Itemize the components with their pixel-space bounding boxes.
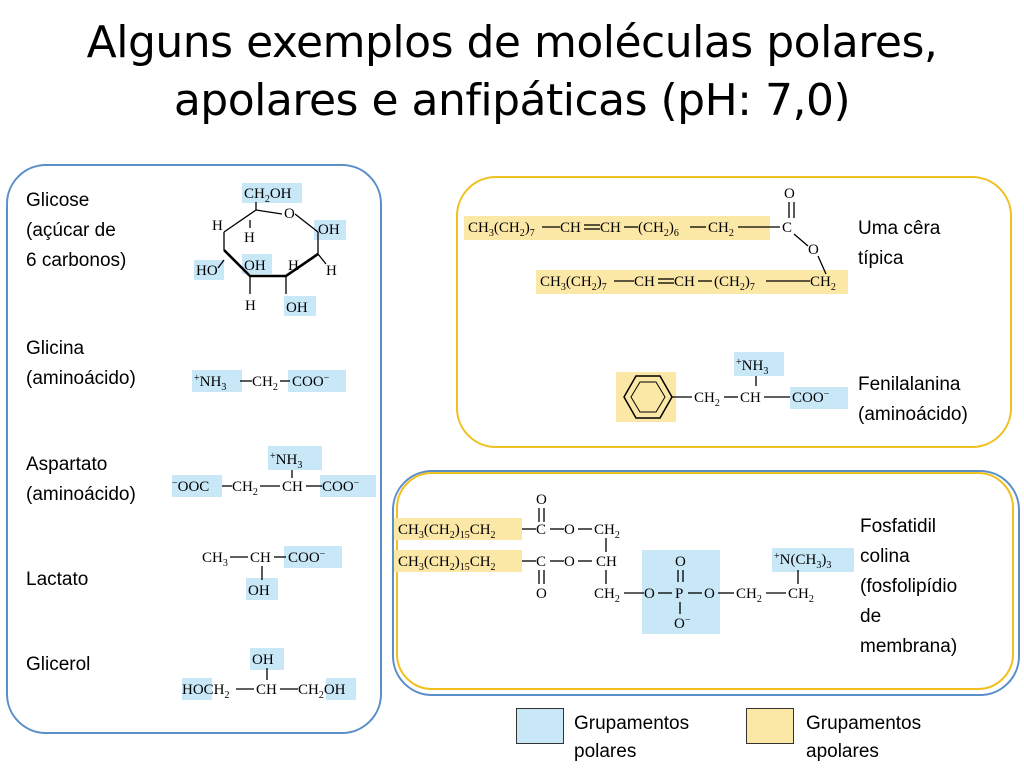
legend-apolar-swatch bbox=[746, 708, 794, 744]
svg-text:H: H bbox=[288, 258, 299, 274]
svg-text:CH: CH bbox=[634, 274, 655, 290]
title-line-2: apolares e anfipáticas (pH: 7,0) bbox=[173, 75, 851, 126]
svg-text:CH: CH bbox=[282, 479, 303, 495]
svg-text:CH: CH bbox=[596, 554, 617, 570]
title-line-1: Alguns exemplos de moléculas polares, bbox=[86, 17, 938, 68]
svg-text:+NH3: +NH3 bbox=[270, 451, 302, 471]
svg-text:CH: CH bbox=[600, 220, 621, 236]
legend-polar-swatch bbox=[516, 708, 564, 744]
left-panel bbox=[6, 164, 382, 734]
svg-text:(CH2)7: (CH2)7 bbox=[714, 274, 755, 293]
svg-text:CH: CH bbox=[560, 220, 581, 236]
svg-text:CH2OH: CH2OH bbox=[244, 186, 292, 205]
fenilalanina-label: Fenilalanina (aminoácido) bbox=[858, 374, 968, 425]
bottom-right-panel-inner bbox=[396, 472, 1014, 690]
legend-polar-label: Grupamentos polares bbox=[574, 713, 690, 762]
svg-text:O: O bbox=[564, 554, 575, 570]
svg-text:O: O bbox=[675, 554, 686, 570]
svg-text:CH: CH bbox=[250, 550, 271, 566]
svg-text:CH2: CH2 bbox=[788, 586, 814, 605]
svg-text:CH2: CH2 bbox=[736, 586, 762, 605]
cera-structure: O CH3(CH2)7 CH CH (CH2)6 CH2 C O CH3(CH2… bbox=[464, 186, 848, 294]
svg-text:O: O bbox=[644, 586, 655, 602]
bottom-right-panel-outer bbox=[392, 470, 1020, 696]
svg-text:+NH3: +NH3 bbox=[194, 373, 226, 393]
svg-text:CH2: CH2 bbox=[594, 586, 620, 605]
svg-text:CH2: CH2 bbox=[810, 274, 836, 293]
glicina-structure: +NH3 CH2 COO− bbox=[192, 370, 346, 393]
svg-text:OH: OH bbox=[248, 583, 270, 599]
svg-text:COO−: COO− bbox=[292, 373, 330, 390]
glicerol-structure: OH HOCH2 CH CH2OH bbox=[182, 648, 356, 701]
svg-text:O: O bbox=[564, 522, 575, 538]
svg-text:H: H bbox=[245, 298, 256, 314]
svg-text:CH2: CH2 bbox=[232, 479, 258, 498]
svg-text:C: C bbox=[536, 554, 546, 570]
svg-text:COO−: COO− bbox=[792, 389, 830, 406]
svg-text:CH3(CH2)7: CH3(CH2)7 bbox=[468, 220, 535, 239]
aspartato-structure: +NH3 −OOC CH2 CH COO− bbox=[172, 446, 376, 498]
svg-text:O: O bbox=[536, 586, 547, 602]
svg-text:OH: OH bbox=[252, 652, 274, 668]
glicose-structure: CH2OH O OH H H HO OH H H H OH bbox=[194, 183, 346, 316]
svg-text:CH: CH bbox=[256, 682, 277, 698]
legend-apolar-label: Grupamentos apolares bbox=[806, 713, 922, 762]
svg-text:CH2: CH2 bbox=[708, 220, 734, 239]
fenilalanina-structure: CH2 CH COO− +NH3 bbox=[616, 352, 848, 422]
svg-text:OH: OH bbox=[286, 300, 308, 316]
svg-text:CH2: CH2 bbox=[594, 522, 620, 541]
glicose-label: Glicose (açúcar de 6 carbonos) bbox=[26, 190, 127, 271]
svg-text:P: P bbox=[675, 586, 683, 602]
cera-label: Uma cêra típica bbox=[858, 218, 941, 269]
slide-title: Alguns exemplos de moléculas polares, ap… bbox=[0, 14, 1024, 130]
glicerol-label: Glicerol bbox=[26, 654, 91, 675]
svg-text:CH: CH bbox=[674, 274, 695, 290]
fosfatidilcolina-structure: O CH3(CH2)15CH2 C O CH2 CH3(CH2)15CH2 C … bbox=[394, 492, 854, 634]
svg-text:COO−: COO− bbox=[322, 478, 360, 495]
aspartato-label: Aspartato (aminoácido) bbox=[26, 454, 136, 505]
lactato-structure: CH3 CH COO− OH bbox=[202, 546, 342, 600]
svg-text:+NH3: +NH3 bbox=[736, 357, 768, 377]
svg-text:CH3(CH2)7: CH3(CH2)7 bbox=[540, 274, 607, 293]
svg-text:CH2: CH2 bbox=[252, 374, 278, 393]
svg-text:C: C bbox=[536, 522, 546, 538]
svg-text:C: C bbox=[782, 220, 792, 236]
svg-text:CH2: CH2 bbox=[694, 390, 720, 409]
top-right-panel bbox=[456, 176, 1012, 448]
svg-text:O: O bbox=[784, 186, 795, 202]
svg-text:CH2OH: CH2OH bbox=[298, 682, 346, 701]
svg-text:O: O bbox=[808, 242, 819, 258]
svg-text:O: O bbox=[284, 206, 295, 222]
svg-text:H: H bbox=[244, 230, 255, 246]
svg-text:HO: HO bbox=[196, 263, 218, 279]
svg-text:OH: OH bbox=[318, 222, 340, 238]
lactato-label: Lactato bbox=[26, 569, 89, 590]
svg-text:COO−: COO− bbox=[288, 549, 326, 566]
svg-text:H: H bbox=[212, 218, 223, 234]
svg-text:CH3: CH3 bbox=[202, 550, 228, 569]
svg-text:O: O bbox=[536, 492, 547, 508]
svg-text:(CH2)6: (CH2)6 bbox=[638, 220, 679, 239]
svg-text:O: O bbox=[704, 586, 715, 602]
svg-text:H: H bbox=[326, 263, 337, 279]
fosfatidilcolina-label: Fosfatidil colina (fosfolipídio de membr… bbox=[860, 516, 958, 657]
svg-text:HOCH2: HOCH2 bbox=[182, 682, 230, 701]
svg-text:+N(CH3)3: +N(CH3)3 bbox=[774, 551, 831, 571]
svg-text:−OOC: −OOC bbox=[172, 478, 209, 495]
svg-text:CH: CH bbox=[740, 390, 761, 406]
glicina-label: Glicina (aminoácido) bbox=[26, 338, 136, 389]
svg-text:OH: OH bbox=[244, 258, 266, 274]
